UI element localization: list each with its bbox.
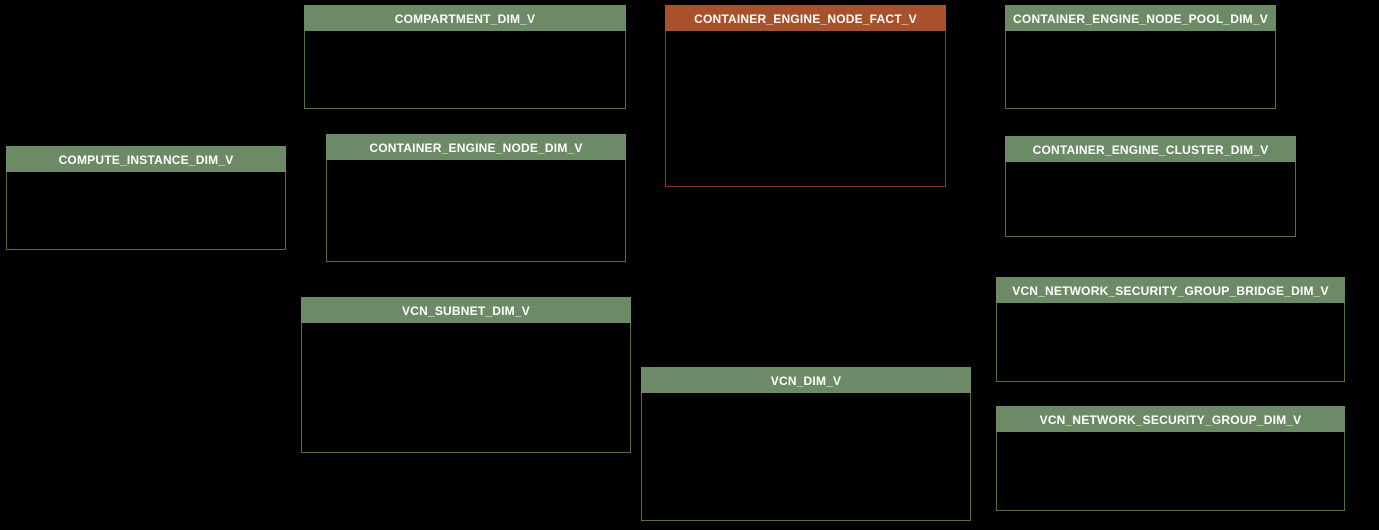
entity-container-engine-cluster-dim-v[interactable]: CONTAINER_ENGINE_CLUSTER_DIM_V bbox=[1005, 136, 1296, 237]
entity-columns-area bbox=[641, 393, 971, 521]
entity-columns-area bbox=[326, 160, 626, 262]
entity-title: CONTAINER_ENGINE_NODE_FACT_V bbox=[665, 5, 946, 31]
entity-columns-area bbox=[301, 323, 631, 453]
entity-vcn-subnet-dim-v[interactable]: VCN_SUBNET_DIM_V bbox=[301, 297, 631, 453]
entity-columns-area bbox=[304, 31, 626, 109]
entity-title: VCN_SUBNET_DIM_V bbox=[301, 297, 631, 323]
entity-columns-area bbox=[996, 432, 1345, 511]
entity-title: VCN_NETWORK_SECURITY_GROUP_BRIDGE_DIM_V bbox=[996, 277, 1345, 303]
entity-container-engine-node-fact-v[interactable]: CONTAINER_ENGINE_NODE_FACT_V bbox=[665, 5, 946, 187]
entity-compartment-dim-v[interactable]: COMPARTMENT_DIM_V bbox=[304, 5, 626, 109]
entity-columns-area bbox=[996, 303, 1345, 382]
entity-vcn-network-security-group-dim-v[interactable]: VCN_NETWORK_SECURITY_GROUP_DIM_V bbox=[996, 406, 1345, 511]
entity-container-engine-node-pool-dim-v[interactable]: CONTAINER_ENGINE_NODE_POOL_DIM_V bbox=[1005, 5, 1276, 109]
entity-columns-area bbox=[1005, 31, 1276, 109]
entity-columns-area bbox=[6, 172, 286, 250]
entity-title: CONTAINER_ENGINE_NODE_DIM_V bbox=[326, 134, 626, 160]
entity-title: VCN_NETWORK_SECURITY_GROUP_DIM_V bbox=[996, 406, 1345, 432]
entity-vcn-dim-v[interactable]: VCN_DIM_V bbox=[641, 367, 971, 521]
entity-title: CONTAINER_ENGINE_NODE_POOL_DIM_V bbox=[1005, 5, 1276, 31]
entity-columns-area bbox=[1005, 162, 1296, 237]
entity-compute-instance-dim-v[interactable]: COMPUTE_INSTANCE_DIM_V bbox=[6, 146, 286, 250]
entity-title: CONTAINER_ENGINE_CLUSTER_DIM_V bbox=[1005, 136, 1296, 162]
entity-title: COMPARTMENT_DIM_V bbox=[304, 5, 626, 31]
entity-vcn-network-security-group-bridge-dim-v[interactable]: VCN_NETWORK_SECURITY_GROUP_BRIDGE_DIM_V bbox=[996, 277, 1345, 382]
entity-title: COMPUTE_INSTANCE_DIM_V bbox=[6, 146, 286, 172]
entity-columns-area bbox=[665, 31, 946, 187]
entity-title: VCN_DIM_V bbox=[641, 367, 971, 393]
entity-container-engine-node-dim-v[interactable]: CONTAINER_ENGINE_NODE_DIM_V bbox=[326, 134, 626, 262]
